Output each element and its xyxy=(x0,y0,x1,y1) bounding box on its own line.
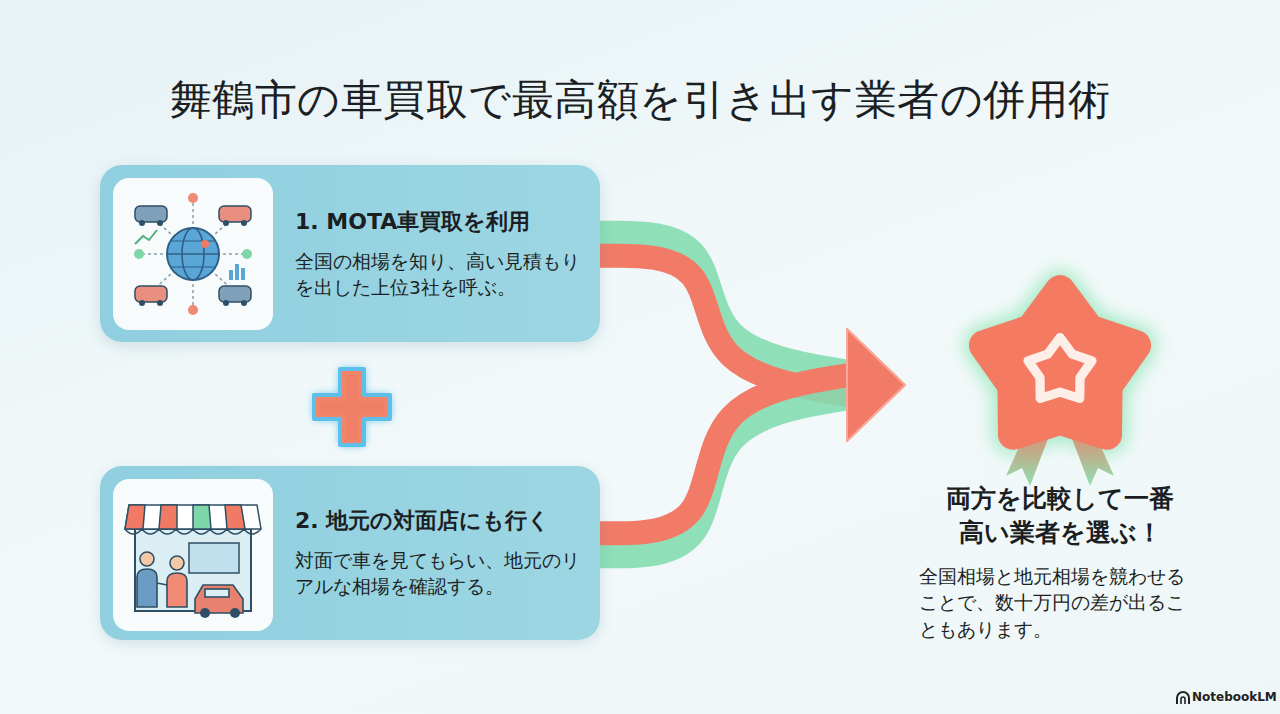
notebooklm-logo xyxy=(1177,692,1189,704)
page-title: 舞鶴市の車買取で最高額を引き出す業者の併用術 xyxy=(0,72,1280,128)
text-group: 2. 地元の対面店にも行く対面で車を見てもらい、地元のリアルな相場を確認する。 xyxy=(295,466,588,640)
step-heading: 2. 地元の対面店にも行く xyxy=(295,506,588,536)
step-body: 全国相場と地元相場を競わせることで、数十万円の差が出ることもあります。 xyxy=(919,564,1201,644)
watermark: NotebookLM xyxy=(1192,690,1277,704)
network-icon xyxy=(113,178,273,330)
plus-symbol xyxy=(314,369,390,445)
award-badge xyxy=(920,250,1200,490)
step-heading: 両方を比較して一番高い業者を選ぶ！ xyxy=(935,482,1185,550)
step-body: 対面で車を見てもらい、地元のリアルな相場を確認する。 xyxy=(295,548,588,600)
result-panel: 両方を比較して一番高い業者を選ぶ！ 全国相場と地元相場を競わせることで、数十万円の… xyxy=(905,250,1215,670)
flow-arrow xyxy=(600,329,905,553)
shop-icon xyxy=(113,479,273,631)
step-heading: 1. MOTA車買取を利用 xyxy=(295,207,588,237)
arrow-head xyxy=(847,329,905,441)
step-card: 2. 地元の対面店にも行く対面で車を見てもらい、地元のリアルな相場を確認する。 xyxy=(100,466,600,640)
step-body: 全国の相場を知り、高い見積もりを出した上位3社を呼ぶ。 xyxy=(295,249,588,301)
text-group: 両方を比較して一番高い業者を選ぶ！ 全国相場と地元相場を競わせることで、数十万円の… xyxy=(905,482,1215,644)
arrow-head xyxy=(847,329,905,441)
step-card: 1. MOTA車買取を利用全国の相場を知り、高い見積もりを出した上位3社を呼ぶ。 xyxy=(100,165,600,342)
arrow-band xyxy=(600,374,855,533)
text-group: 1. MOTA車買取を利用全国の相場を知り、高い見積もりを出した上位3社を呼ぶ。 xyxy=(295,165,588,342)
